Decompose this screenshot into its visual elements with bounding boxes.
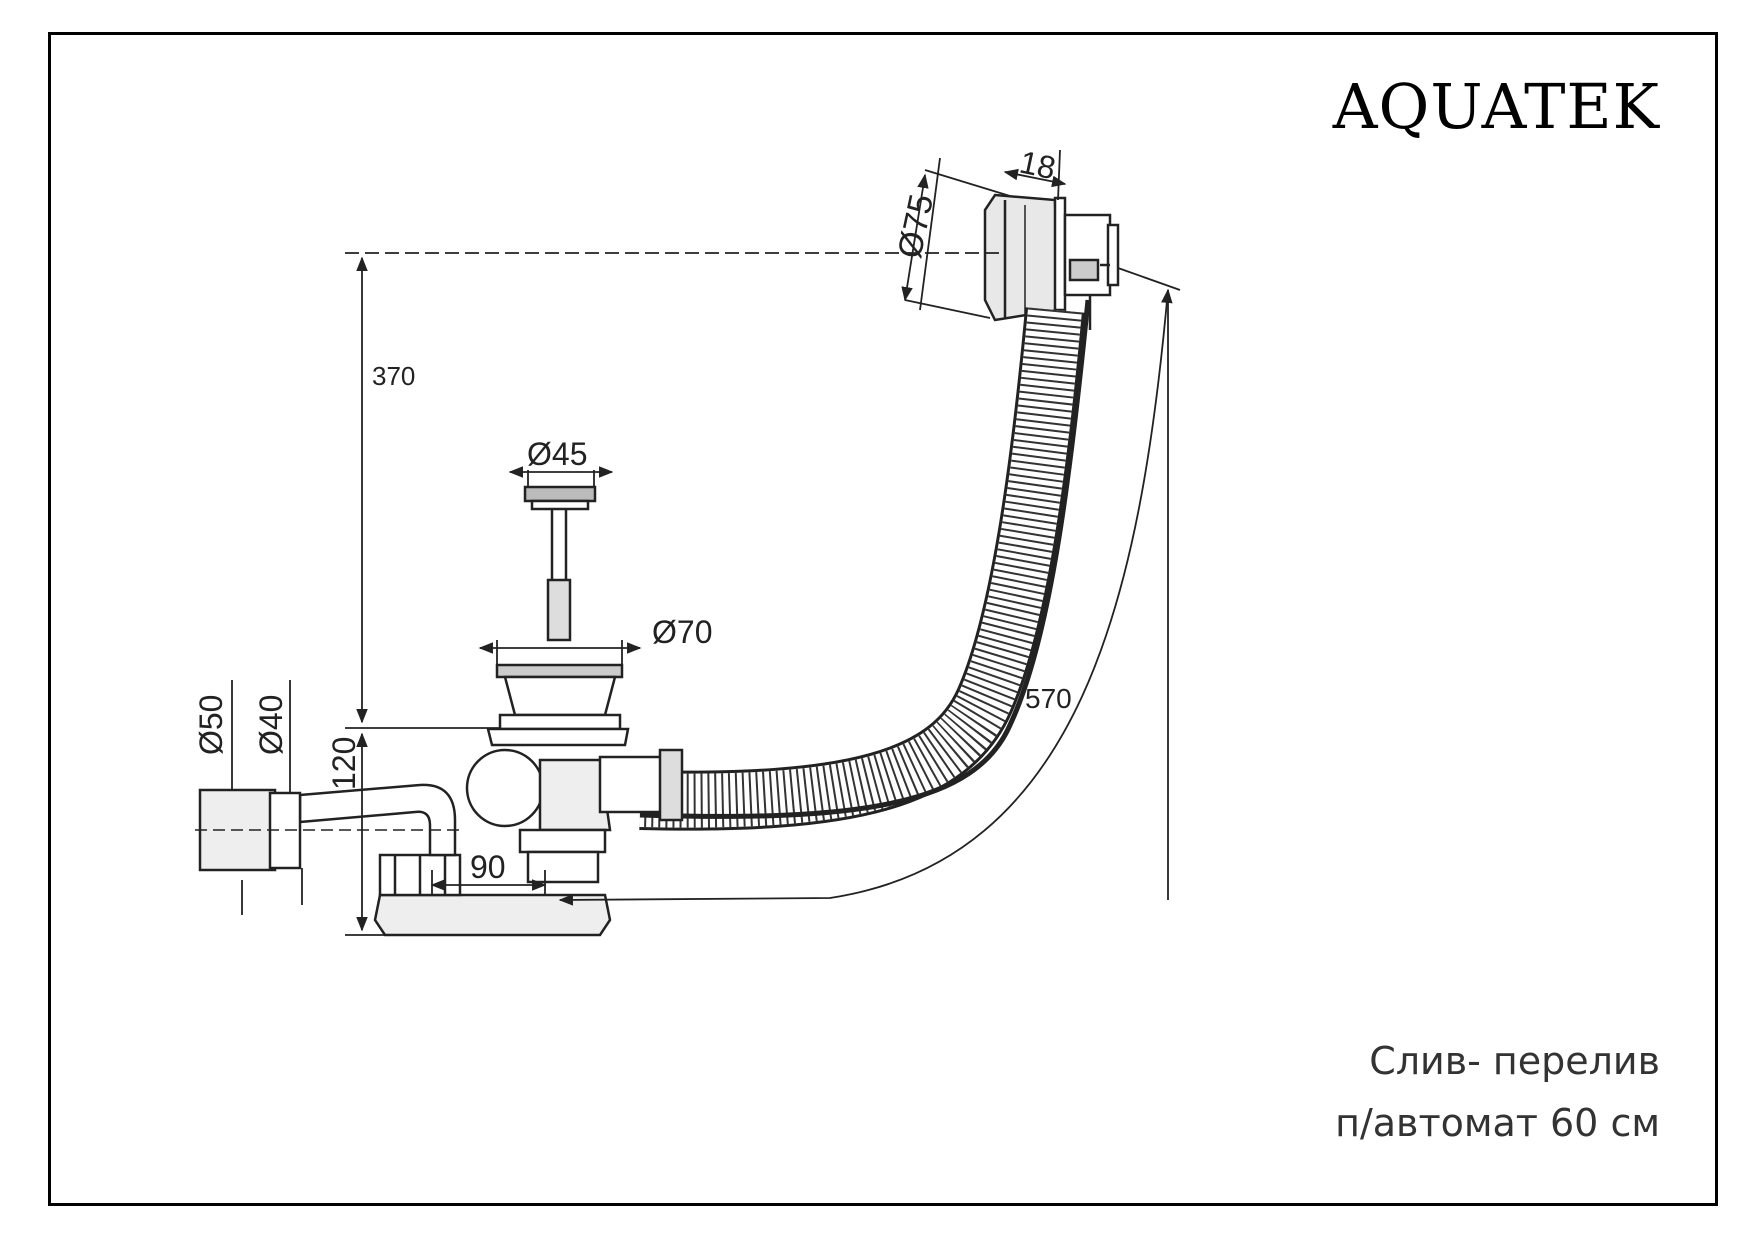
dim-outlet-outer-diameter: Ø50 — [193, 695, 229, 755]
product-caption: Слив- перелив п/автомат 60 см — [1240, 1030, 1660, 1154]
dim-trap-offset: 90 — [470, 849, 506, 885]
dim-plug-diameter: Ø45 — [527, 436, 587, 472]
dim-trap-height: 120 — [326, 737, 362, 790]
caption-line-2: п/автомат 60 см — [1335, 1101, 1660, 1145]
caption-line-1: Слив- перелив — [1369, 1039, 1660, 1083]
dim-hose-length: 570 — [1025, 683, 1072, 714]
dim-overflow-diameter: Ø75 — [891, 191, 942, 262]
dimension-lines — [231, 149, 1181, 936]
dim-height-total: 370 — [372, 361, 415, 391]
dim-overflow-width: 18 — [1017, 144, 1059, 187]
drawing-frame — [48, 32, 1718, 1206]
drain-body — [465, 663, 684, 832]
dim-outlet-inner-diameter: Ø40 — [253, 695, 289, 755]
dim-drain-diameter: Ø70 — [652, 614, 712, 650]
brand-logo: AQUATEK — [1332, 70, 1660, 143]
corrugated-hose — [639, 299, 1091, 831]
plug-assembly — [523, 485, 597, 642]
outlet-pipe — [195, 783, 460, 872]
